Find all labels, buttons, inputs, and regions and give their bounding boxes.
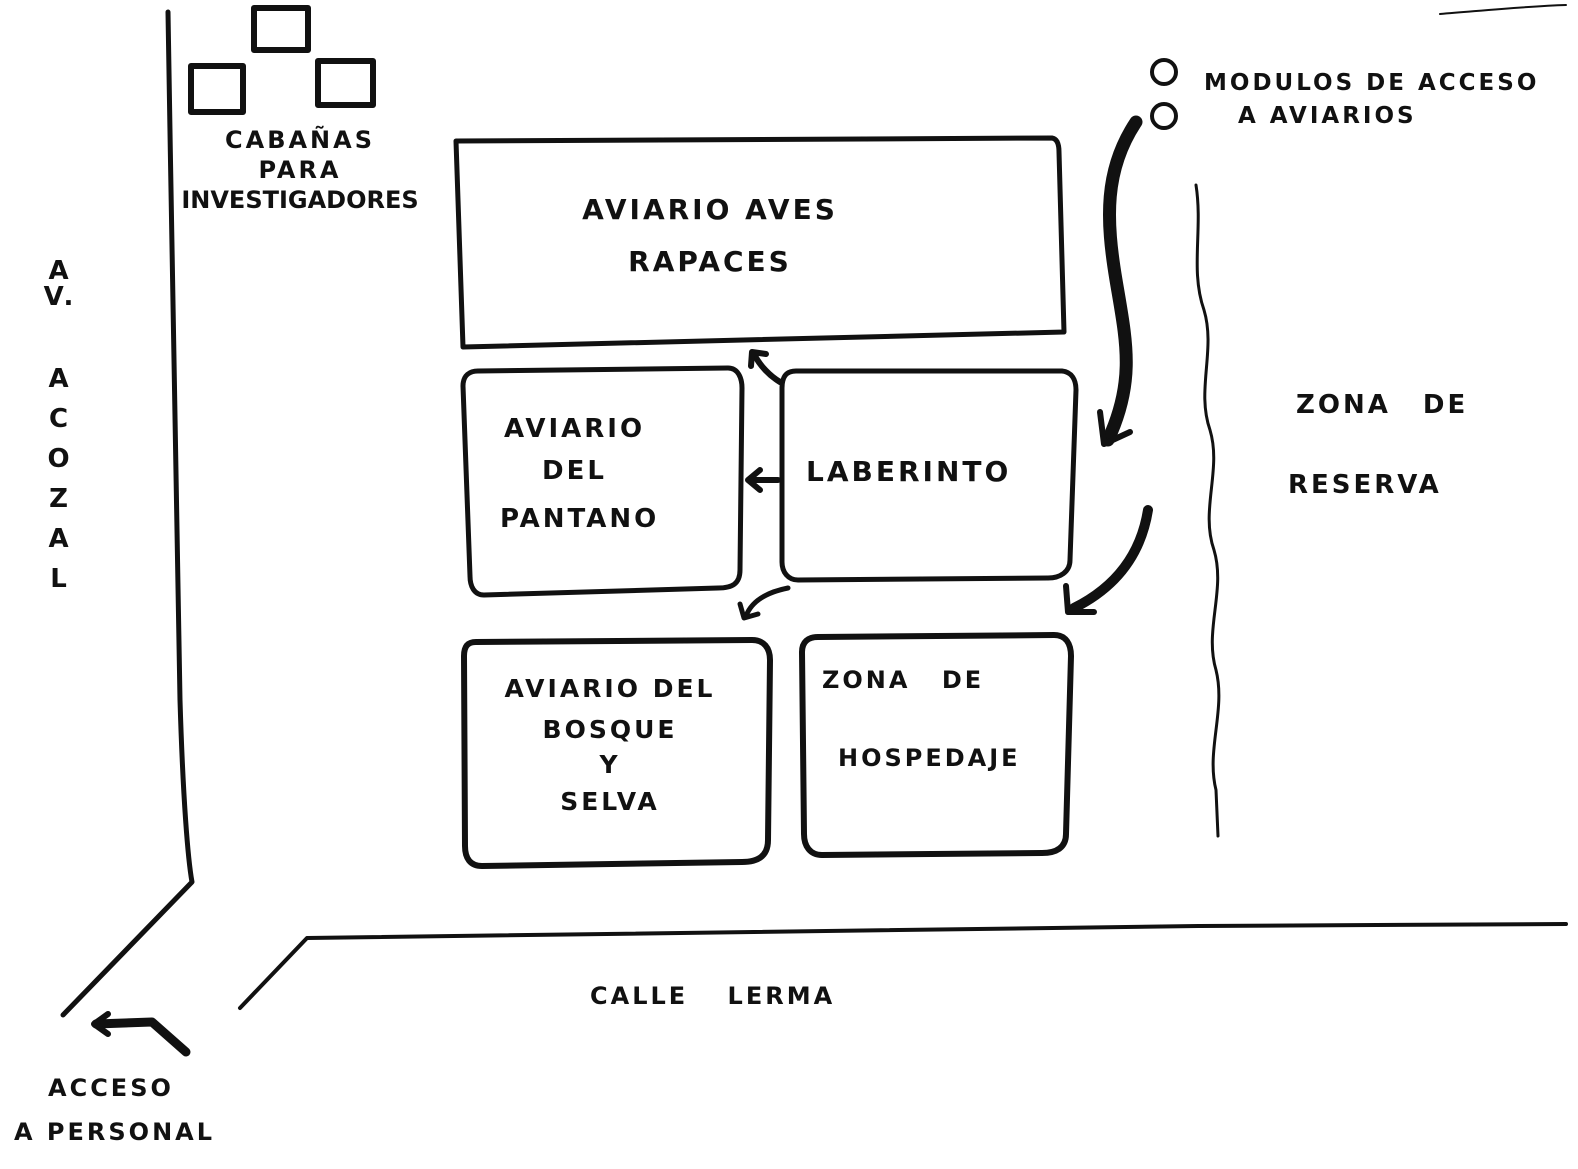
swamp-aviary-label: AVIARIO DEL PANTANO <box>500 416 700 532</box>
reserve-zone-label-line: RESERVA <box>1288 470 1442 500</box>
avenue-label-letter: A <box>48 524 72 554</box>
avenue-label-letter: C <box>48 404 72 434</box>
avenue-label-letter: A <box>48 256 72 286</box>
corner-mark <box>1439 4 1567 15</box>
raptor-aviary-block <box>453 135 1067 350</box>
arrow-head <box>1063 583 1097 615</box>
access-module-icon <box>1150 102 1178 130</box>
reserve-boundary-line <box>1194 183 1221 838</box>
raptor-aviary-label: AVIARIO AVES RAPACES <box>540 196 880 276</box>
reserve-zone-label-line: ZONA DE <box>1296 390 1469 420</box>
lodging-block <box>799 632 1074 858</box>
arrow-head <box>745 467 763 493</box>
avenue-label-letter: V. <box>43 282 77 312</box>
access-modules-label-line: A AVIARIOS <box>1238 103 1417 129</box>
lodging-flow-arrow <box>1069 505 1153 613</box>
swamp-aviary-block <box>460 365 745 598</box>
raptor-aviary-label-line: AVIARIO AVES <box>582 193 838 226</box>
staff-access-label: ACCESO A PERSONAL <box>14 1076 215 1144</box>
street-boundary-line <box>238 922 1568 1010</box>
cabins-label-line: CABAÑAS <box>225 126 375 154</box>
arrow-head <box>1097 409 1133 447</box>
access-modules-label-line: MODULOS DE ACCESO <box>1204 70 1540 96</box>
cabins-label: CABAÑAS PARA INVESTIGADORES <box>180 128 420 212</box>
avenue-label-letter: A <box>48 364 72 394</box>
main-flow-arrow <box>1101 115 1143 447</box>
access-modules-label: MODULOS DE ACCESO A AVIARIOS <box>1204 72 1539 128</box>
labyrinth-to-raptors-arrow <box>751 351 783 385</box>
staff-access-arrow <box>91 1017 191 1057</box>
forest-aviary-label-line: SELVA <box>560 787 660 816</box>
forest-aviary-label-line: BOSQUE <box>542 715 678 744</box>
swamp-aviary-label-line: DEL <box>542 456 607 486</box>
street-label: CALLE LERMA <box>590 984 835 1008</box>
lodging-label: ZONA DE HOSPEDAJE <box>822 668 1021 770</box>
avenue-label: A V. A C O Z A L <box>36 258 84 592</box>
forest-aviary-label: AVIARIO DEL BOSQUE Y SELVA <box>480 676 740 814</box>
labyrinth-label-line: LABERINTO <box>806 455 1012 488</box>
reserve-zone-label: ZONA DE RESERVA <box>1288 392 1468 498</box>
access-module-icon <box>1150 58 1178 86</box>
staff-access-label-line: A PERSONAL <box>14 1118 216 1146</box>
staff-access-label-line: ACCESO <box>48 1074 174 1102</box>
lodging-label-line: ZONA DE <box>822 666 985 694</box>
labyrinth-label: LABERINTO <box>806 458 1011 486</box>
street-label-text: CALLE LERMA <box>590 982 836 1010</box>
avenue-label-letter: L <box>50 564 70 594</box>
raptor-aviary-label-line: RAPACES <box>628 245 792 278</box>
cabin-icon <box>315 58 376 108</box>
arrow-head <box>748 349 769 369</box>
lodging-label-line: HOSPEDAJE <box>838 744 1021 772</box>
cabins-label-line: PARA <box>258 156 342 184</box>
arrow-head <box>91 1011 111 1037</box>
avenue-boundary-line <box>60 9 195 1018</box>
avenue-label-letter: Z <box>49 484 71 514</box>
arrow-head <box>737 601 761 621</box>
cabin-icon <box>251 5 311 53</box>
avenue-label-letter: O <box>47 444 73 474</box>
cabin-icons <box>188 5 376 115</box>
forest-aviary-block <box>461 637 773 869</box>
cabin-icon <box>188 63 246 115</box>
swamp-aviary-label-line: PANTANO <box>500 504 660 534</box>
cabins-label-line: INVESTIGADORES <box>181 186 419 214</box>
forest-aviary-label-line: Y <box>599 750 621 779</box>
to-forest-arrow <box>743 585 791 619</box>
circulation-arrows <box>91 115 1153 1057</box>
swamp-aviary-label-line: AVIARIO <box>504 414 646 444</box>
forest-aviary-label-line: AVIARIO DEL <box>504 674 716 703</box>
